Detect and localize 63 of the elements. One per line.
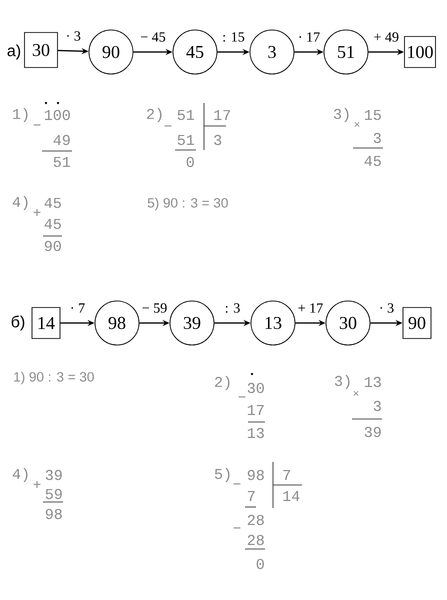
item-number: 4) <box>12 196 28 210</box>
edge-label: · 3 <box>64 30 82 42</box>
column-number: 28 <box>248 514 264 526</box>
edge-label: · 3 <box>378 302 396 314</box>
equation: 1) 90 : 3 = 30 <box>14 372 94 384</box>
column-number: 0 <box>186 156 194 168</box>
edge-label: + 17 <box>296 302 324 314</box>
column-number: 51 <box>178 110 194 120</box>
column-number: 15 <box>364 110 381 120</box>
column-number: 98 <box>248 470 264 480</box>
edge-label: · 17 <box>296 31 322 43</box>
edge-label: : 15 <box>221 31 246 43</box>
column-number: 7 <box>248 491 255 501</box>
column-number: 45 <box>44 219 61 230</box>
edge-label: − 59 <box>140 302 168 314</box>
operation-sign: − <box>234 483 240 484</box>
operation-sign: − <box>34 124 40 126</box>
column-number: 30 <box>248 382 264 394</box>
column-number: 98 <box>46 508 62 520</box>
number-box: 90 <box>402 307 432 339</box>
item-number: 4) <box>12 468 28 482</box>
edge-label: − 45 <box>139 31 167 43</box>
item-number: 3) <box>334 375 350 389</box>
equation: 5) 90 : 3 = 30 <box>148 198 228 210</box>
operation-sign: + <box>34 208 40 216</box>
column-number: 3 <box>374 400 381 412</box>
operation-sign: × <box>354 122 360 127</box>
item-number: 1) <box>13 108 28 122</box>
column-number: 17 <box>214 110 230 120</box>
edge-label: · 7 <box>68 302 86 314</box>
column-number: 49 <box>54 134 70 146</box>
number-box: 30 <box>24 32 58 68</box>
column-number: 14 <box>283 491 300 501</box>
column-number: 90 <box>44 240 61 252</box>
item-number: 2) <box>147 108 162 122</box>
operation-sign: − <box>164 125 172 126</box>
column-number: 45 <box>44 198 61 208</box>
column-number: 0 <box>256 558 264 570</box>
operation-sign: − <box>238 396 246 398</box>
edge-label: + 49 <box>372 31 400 43</box>
column-number: 45 <box>364 156 381 166</box>
column-number: 51 <box>54 157 70 168</box>
item-number: 5) <box>214 468 230 482</box>
column-number: 39 <box>46 470 62 480</box>
column-number: 13 <box>364 376 381 388</box>
column-number: 51 <box>178 135 194 146</box>
column-number: 28 <box>248 534 264 546</box>
operation-sign: + <box>34 480 40 488</box>
operation-sign: − <box>234 527 240 528</box>
item-number: 2) <box>215 376 230 390</box>
edge-label: : 3 <box>224 302 242 314</box>
column-number: 39 <box>364 426 381 438</box>
column-number: 3 <box>214 134 222 146</box>
column-number: 13 <box>248 428 264 438</box>
number-box: 100 <box>404 36 436 68</box>
column-number: 7 <box>283 470 290 480</box>
column-number: 100 <box>44 110 70 120</box>
column-number: 3 <box>374 132 381 144</box>
operation-sign: × <box>354 390 358 396</box>
column-number: 17 <box>248 405 264 415</box>
number-box: 14 <box>32 307 60 339</box>
column-number: 59 <box>46 488 62 500</box>
item-number: 3) <box>334 108 348 122</box>
